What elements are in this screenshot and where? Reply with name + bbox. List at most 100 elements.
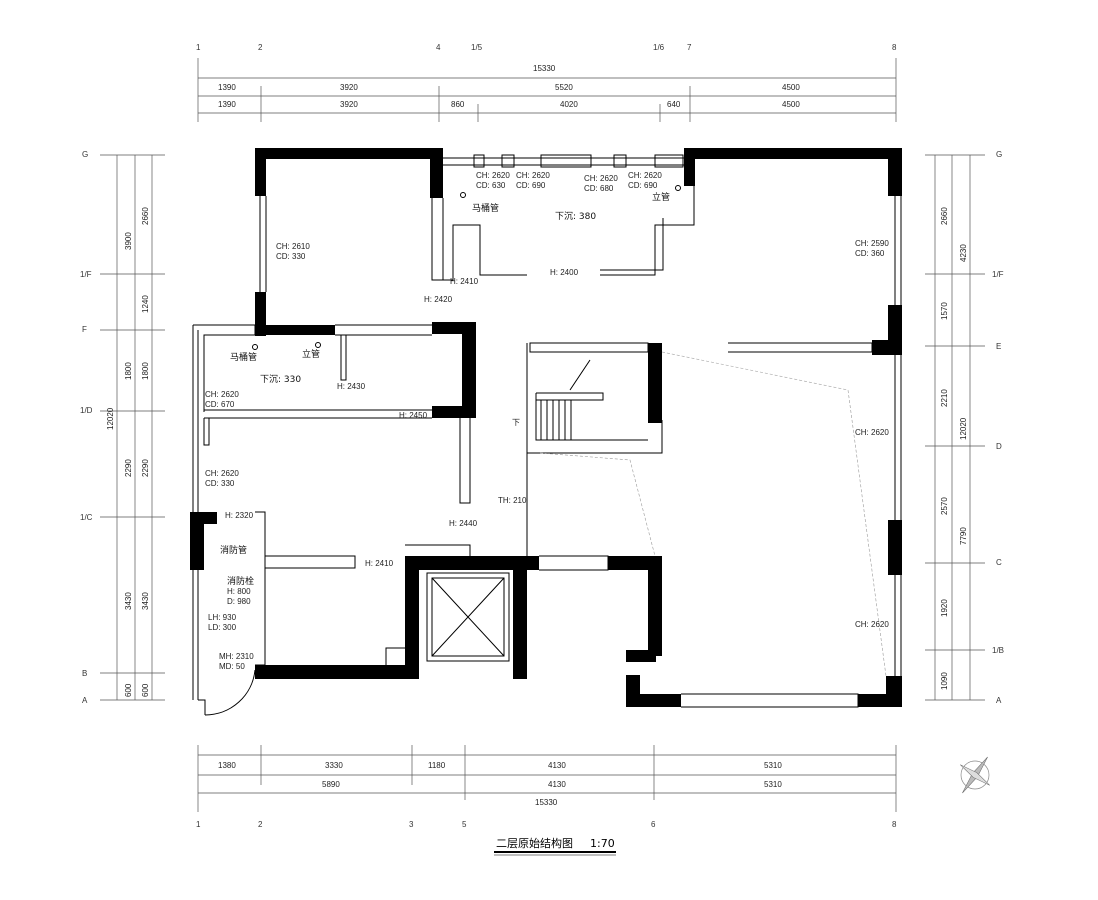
walls <box>190 148 902 707</box>
grid-right-1F: 1/F <box>992 270 1004 279</box>
label-ch2620-a: CH: 2620 <box>205 390 239 399</box>
label-stair-down: 下 <box>512 418 520 427</box>
dim-bot-r1-0: 1380 <box>218 761 236 770</box>
grid-top-7: 7 <box>687 43 692 52</box>
dim-bot-r1-3: 4130 <box>548 761 566 770</box>
grid-left-1F: 1/F <box>80 270 92 279</box>
dim-top-r1-2: 5520 <box>555 83 573 92</box>
dim-left-o3: 3430 <box>124 592 133 610</box>
stairwell <box>526 343 887 677</box>
dim-left-i5: 600 <box>141 683 150 697</box>
dim-bot-r2-0: 5890 <box>322 780 340 789</box>
label-toilet-pipe-1: 马桶管 <box>230 351 257 363</box>
right-dimensions: G 1/F E D C 1/B A 2660 1570 2210 2570 19… <box>925 150 1004 705</box>
dim-right-i0: 2660 <box>940 207 949 225</box>
dim-top-r1-0: 1390 <box>218 83 236 92</box>
dim-top-r2-1: 3920 <box>340 100 358 109</box>
elevator-shaft <box>385 572 510 665</box>
left-dimensions: G 1/F F 1/D 1/C B A 12020 3900 1800 2290… <box>80 150 165 705</box>
dim-right-i2: 2210 <box>940 389 949 407</box>
label-ch2620-b: CH: 2620 <box>205 469 239 478</box>
label-ch2620-d: CH: 2620 <box>855 428 889 437</box>
grid-right-1B: 1/B <box>992 646 1004 655</box>
grid-left-A: A <box>82 696 88 705</box>
grid-top-8: 8 <box>892 43 897 52</box>
grid-top-4: 4 <box>436 43 441 52</box>
dim-right-i3: 2570 <box>940 497 949 515</box>
label-sink-380: 下沉: 380 <box>555 211 596 222</box>
grid-top-2: 2 <box>258 43 263 52</box>
dim-right-total: 12020 <box>959 417 968 440</box>
toilet-pipe-icon <box>252 344 258 350</box>
drawing-scale: 1:70 <box>590 837 615 850</box>
dim-left-o0: 3900 <box>124 232 133 250</box>
label-ld: LD: 300 <box>208 623 237 632</box>
dim-right-o1: 7790 <box>959 527 968 545</box>
grid-left-F: F <box>82 325 87 334</box>
dim-left-i4: 3430 <box>141 592 150 610</box>
grid-top-1-5: 1/5 <box>471 43 483 52</box>
grid-bot-1: 1 <box>196 820 201 829</box>
grid-bot-8: 8 <box>892 820 897 829</box>
grid-left-G: G <box>82 150 88 159</box>
label-ch-cd-4b: CD: 690 <box>628 181 658 190</box>
label-sink-330: 下沉: 330 <box>260 374 301 385</box>
label-h2420: H: 2420 <box>424 295 453 304</box>
label-ch-cd-4a: CH: 2620 <box>628 171 662 180</box>
dim-bot-r2-1: 4130 <box>548 780 566 789</box>
dim-top-r2-2: 860 <box>451 100 465 109</box>
label-fire-pipe: 消防管 <box>220 544 247 556</box>
drawing-title: 二层原始结构图 <box>496 836 573 850</box>
dim-top-r1-3: 4500 <box>782 83 800 92</box>
dim-left-o4: 600 <box>124 683 133 697</box>
label-stand-pipe-2: 立管 <box>652 191 670 203</box>
grid-right-D: D <box>996 442 1002 451</box>
compass-icon <box>960 756 990 794</box>
label-th210: TH: 210 <box>498 496 527 505</box>
dim-right-i4: 1920 <box>940 599 949 617</box>
label-h2400: H: 2400 <box>550 268 579 277</box>
label-h2450: H: 2450 <box>399 411 428 420</box>
grid-right-C: C <box>996 558 1002 567</box>
thin-walls <box>192 154 902 716</box>
label-ch-cd-3a: CH: 2620 <box>584 174 618 183</box>
annotations: CH: 2620 CD: 630 CH: 2620 CD: 690 CH: 26… <box>205 171 889 671</box>
stand-pipe-icon <box>315 342 321 348</box>
grid-right-A: A <box>996 696 1002 705</box>
dim-bot-r1-2: 1180 <box>428 761 446 770</box>
dim-top-total: 15330 <box>533 64 556 73</box>
stand-pipe-icon <box>675 185 681 191</box>
bottom-dimensions: 1380 3330 1180 4130 5310 5890 4130 5310 … <box>196 745 897 829</box>
label-ch-cd-3b: CD: 680 <box>584 184 614 193</box>
label-cd330-b: CD: 330 <box>205 479 235 488</box>
grid-left-1C: 1/C <box>80 513 93 522</box>
label-h2440: H: 2440 <box>449 519 478 528</box>
grid-bot-6: 6 <box>651 820 656 829</box>
grid-left-1D: 1/D <box>80 406 93 415</box>
dim-top-r1-1: 3920 <box>340 83 358 92</box>
dim-right-i5: 1090 <box>940 672 949 690</box>
label-mh: MH: 2310 <box>219 652 254 661</box>
label-ch-cd-1a: CH: 2620 <box>476 171 510 180</box>
dim-left-o1: 1800 <box>124 362 133 380</box>
label-h2320: H: 2320 <box>225 511 254 520</box>
label-toilet-pipe-2: 马桶管 <box>472 202 499 214</box>
label-ch-cd-2a: CH: 2620 <box>516 171 550 180</box>
label-cd670: CD: 670 <box>205 400 235 409</box>
grid-left-B: B <box>82 669 87 678</box>
grid-bot-3: 3 <box>409 820 414 829</box>
dim-left-i0: 2660 <box>141 207 150 225</box>
dim-bot-total: 15330 <box>535 798 558 807</box>
grid-bot-5: 5 <box>462 820 467 829</box>
dim-left-i3: 2290 <box>141 459 150 477</box>
dim-bot-r1-4: 5310 <box>764 761 782 770</box>
dim-right-i1: 1570 <box>940 302 949 320</box>
grid-top-1: 1 <box>196 43 201 52</box>
label-fire-box-0: 消防栓 <box>227 575 254 587</box>
dim-left-i2: 1800 <box>141 362 150 380</box>
dim-bot-r1-1: 3330 <box>325 761 343 770</box>
label-fire-box-2: D: 980 <box>227 597 251 606</box>
label-stand-pipe-1: 立管 <box>302 348 320 360</box>
dim-right-o0: 4230 <box>959 244 968 262</box>
